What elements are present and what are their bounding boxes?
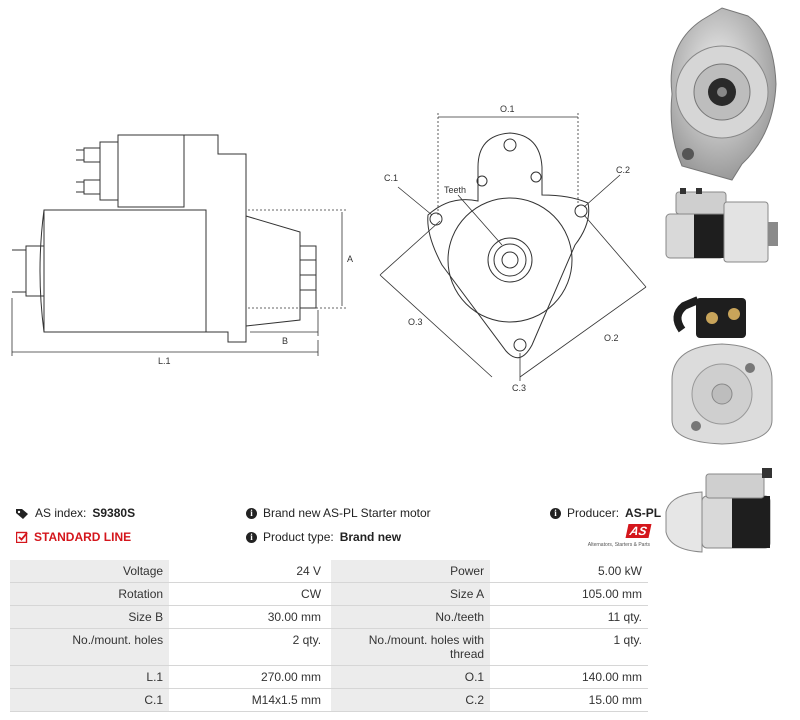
dim-a-label: A	[347, 254, 353, 264]
dim-o2-label: O.2	[604, 333, 619, 343]
spec-label: L.1	[10, 665, 170, 689]
spec-label: Size A	[331, 582, 491, 606]
spec-value: M14x1.5 mm	[169, 688, 328, 712]
spec-value: 11 qty.	[490, 605, 648, 629]
standard-line-label: STANDARD LINE	[34, 530, 132, 544]
info-icon: i	[246, 531, 257, 543]
spec-label: Size B	[10, 605, 170, 629]
dim-o1-label: O.1	[500, 104, 515, 114]
producer-value: AS-PL	[625, 506, 662, 520]
pinion	[299, 245, 317, 309]
front-view-drawing: O.1 O.2 O.3 C.1 C.2 C.3 Teeth	[379, 104, 647, 393]
spec-label: C.1	[10, 688, 170, 712]
spec-label: Rotation	[10, 582, 170, 606]
standard-line-row: STANDARD LINE	[16, 530, 131, 544]
brand-logo: AS Alternators, Starters & Parts	[586, 522, 652, 554]
product-photo-angle[interactable]	[662, 468, 782, 560]
spec-gap	[327, 605, 331, 629]
brand-logo-caption: Alternators, Starters & Parts	[587, 542, 650, 548]
spec-value: 270.00 mm	[169, 665, 328, 689]
description-text: Brand new AS-PL Starter motor	[263, 506, 431, 520]
dim-l1-label: L.1	[158, 356, 171, 366]
spec-value: 30.00 mm	[169, 605, 328, 629]
dim-o3-label: O.3	[408, 317, 423, 327]
as-index-row: AS index: S9380S	[16, 506, 135, 520]
spec-label: Voltage	[10, 560, 170, 583]
flange-ring	[447, 197, 573, 323]
teeth-label: Teeth	[444, 185, 466, 195]
dim-c1-label: C.1	[384, 173, 398, 183]
brand-logo-text: AS	[625, 524, 652, 538]
checkbox-icon	[16, 531, 28, 543]
spec-gap	[327, 665, 331, 689]
spec-value: 15.00 mm	[490, 688, 648, 712]
product-type-row: i Product type: Brand new	[246, 530, 401, 544]
tag-icon	[16, 508, 28, 519]
description-row: i Brand new AS-PL Starter motor	[246, 506, 431, 520]
dim-c2-label: C.2	[616, 165, 630, 175]
spec-label: C.2	[331, 688, 491, 712]
product-photo-side[interactable]	[662, 188, 782, 270]
spec-gap	[327, 628, 331, 666]
as-index-value: S9380S	[92, 506, 136, 520]
spec-value: 5.00 kW	[490, 560, 648, 583]
motor-body	[39, 209, 207, 333]
spec-value: CW	[169, 582, 328, 606]
spec-value: 24 V	[169, 560, 328, 583]
spec-label: No./mount. holes with thread	[331, 628, 491, 666]
product-type-label: Product type:	[263, 530, 334, 544]
spec-value: 140.00 mm	[490, 665, 648, 689]
spec-value: 105.00 mm	[490, 582, 648, 606]
info-icon: i	[550, 507, 561, 519]
dim-c3-label: C.3	[512, 383, 526, 393]
spec-label: Power	[331, 560, 491, 583]
spec-value: 1 qty.	[490, 628, 648, 666]
spec-label: No./teeth	[331, 605, 491, 629]
product-photo-front[interactable]	[662, 4, 782, 184]
side-view-drawing: A B L.1	[11, 134, 353, 366]
flange-outline	[427, 132, 590, 359]
product-type-value: Brand new	[339, 530, 402, 544]
spec-label: No./mount. holes	[10, 628, 170, 666]
spec-gap	[327, 688, 331, 712]
producer-label: Producer:	[567, 506, 620, 520]
dim-b-label: B	[282, 336, 288, 346]
solenoid-body	[117, 134, 185, 208]
spec-label: O.1	[331, 665, 491, 689]
spec-gap	[327, 582, 331, 606]
spec-gap	[327, 560, 331, 583]
info-icon: i	[246, 507, 257, 519]
as-index-label: AS index:	[35, 506, 87, 520]
product-photo-rear[interactable]	[662, 290, 782, 450]
spec-value: 2 qty.	[169, 628, 328, 666]
producer-row: i Producer: AS-PL	[550, 506, 661, 520]
